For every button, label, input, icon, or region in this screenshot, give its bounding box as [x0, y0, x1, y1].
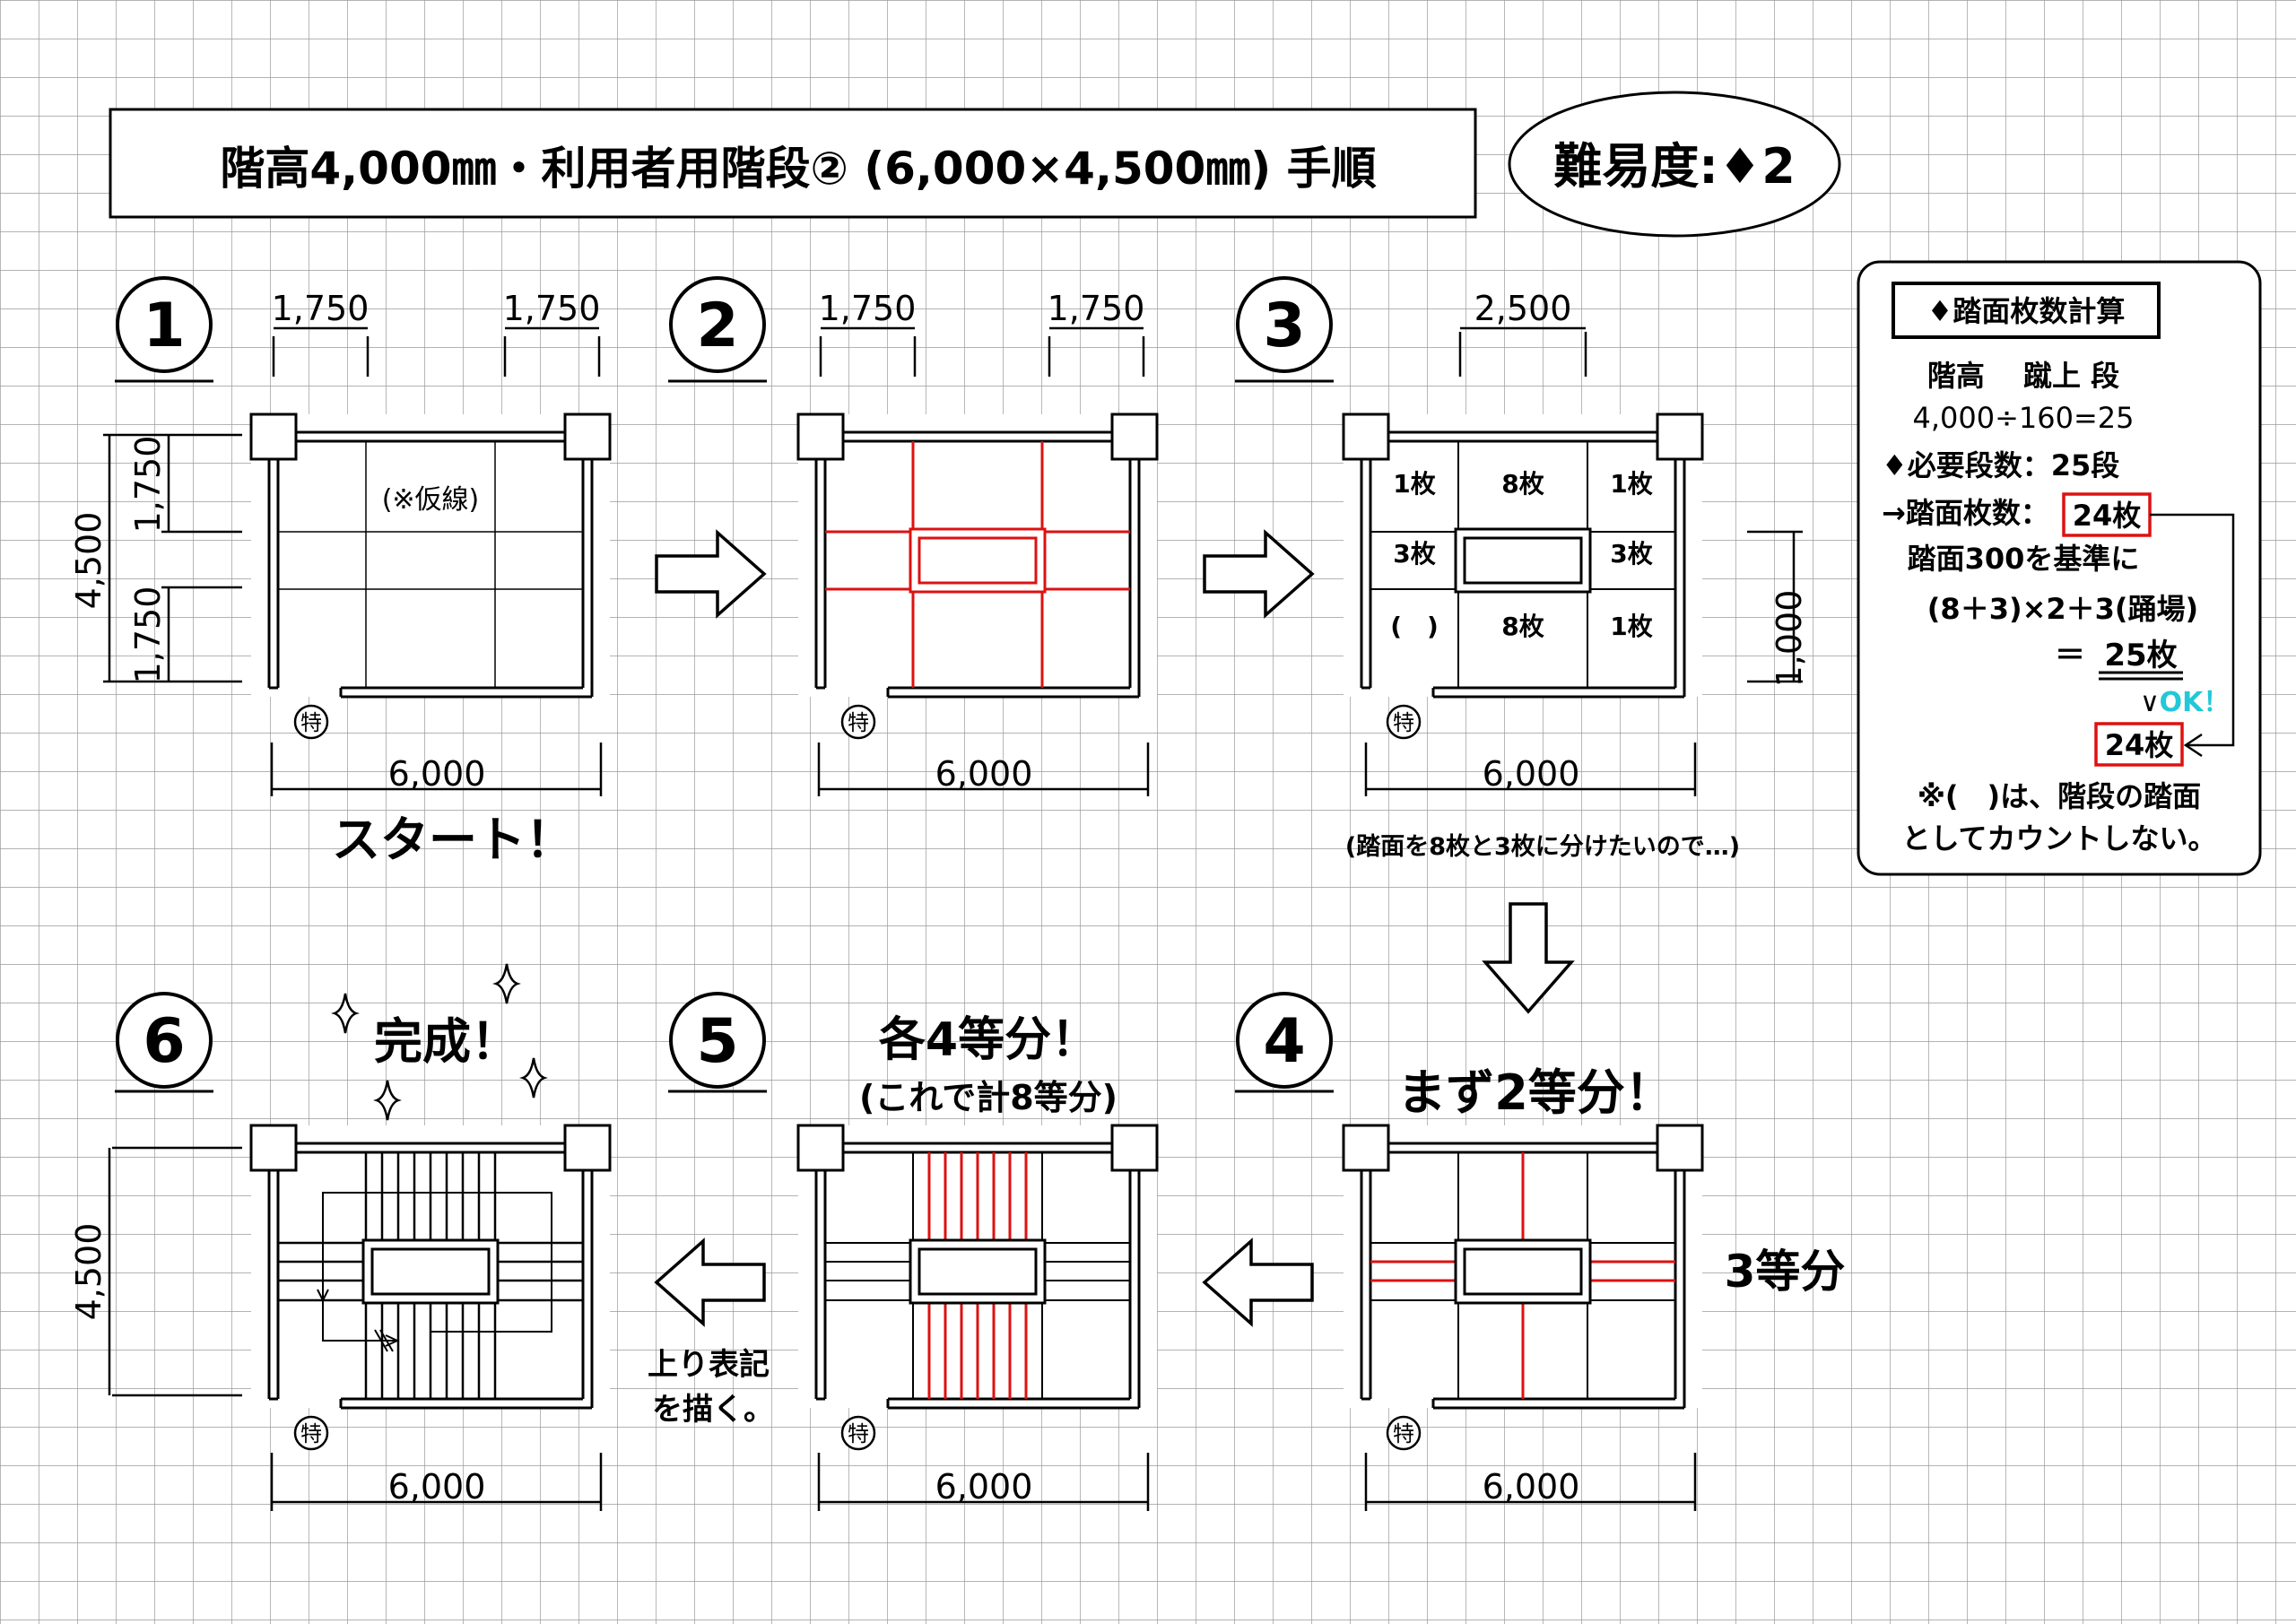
tokushu-mark: 特 [848, 1421, 869, 1446]
dim-bottom: 6,000 [388, 1467, 486, 1507]
cell-label: 1枚 [1393, 469, 1435, 499]
dim-bottom: 6,000 [935, 1467, 1033, 1507]
step-caption: 各4等分！ [879, 1013, 1098, 1067]
calc-tread-count-value: 24枚 [2073, 499, 2142, 533]
dim-top-right: 1,750 [1048, 289, 1145, 328]
arrow-left-icon [2183, 733, 2203, 758]
step-number: 6 [143, 1006, 185, 1077]
cell-label: 3枚 [1393, 539, 1435, 569]
calc-labels: 階高 蹴上 段 [1927, 359, 2119, 393]
step-number: 5 [696, 1006, 738, 1077]
step-caption: スタート！ [332, 812, 574, 868]
tread-calculation-panel: ♦踏面枚数計算 階高 蹴上 段 4,000÷160=25 ♦必要段数：25段 →… [1857, 260, 2262, 876]
dim-top-left: 1,750 [272, 289, 370, 328]
calc-required-steps-value: 25段 [2051, 448, 2120, 482]
dim-left-total: 4,500 [69, 512, 109, 610]
step-subcaption: (これで計8等分) [859, 1078, 1118, 1117]
calc-check-mark: ∨ [2140, 687, 2160, 718]
step-4: 4 まず2等分！ 特 [1235, 992, 1846, 1511]
dim-bottom: 6,000 [935, 754, 1033, 794]
dim-bottom: 6,000 [1483, 754, 1580, 794]
red-division-lines [927, 1152, 1028, 1399]
step-caption: まず2等分！ [1397, 1064, 1674, 1121]
stair-plan: 特 [796, 1124, 1159, 1451]
dim-right: 1,000 [1770, 590, 1809, 688]
title-box: 階高4,000㎜・利用者用階段② (6,000×4,500㎜) 手順 [109, 108, 1477, 219]
dim-left-a: 1,750 [128, 436, 168, 534]
arrow-left-icon [1202, 1238, 1314, 1327]
arrow-down-icon [1482, 902, 1575, 1014]
calc-basis: 踏面300を基準に [1908, 542, 2140, 576]
calc-tread-count-label: →踏面枚数： [1882, 496, 2049, 530]
cell-label: 8枚 [1501, 612, 1544, 641]
temp-line-note: (※仮線) [382, 484, 480, 516]
side-note-1: 上り表記 [648, 1347, 770, 1383]
stair-plan: 特 [1342, 1124, 1704, 1451]
page-title: 階高4,000㎜・利用者用階段② (6,000×4,500㎜) 手順 [220, 143, 1376, 195]
cell-label: 1枚 [1610, 612, 1652, 641]
step-2: 2 特 [668, 276, 1159, 796]
step-1: 1 特 (※仮線) 1,750 [69, 276, 612, 868]
step-number-circle [1236, 992, 1333, 1089]
tokushu-mark: 特 [300, 710, 322, 735]
calc-equals: ＝ [2055, 638, 2085, 673]
step-number-circle [116, 992, 213, 1089]
step-3: 3 特 1枚 [1235, 276, 1809, 861]
calc-formula: (8＋3)×2＋3(踊場) [1927, 592, 2198, 626]
tokushu-mark: 特 [300, 1421, 322, 1446]
tokushu-mark: 特 [1393, 1421, 1414, 1446]
tokushu-mark: 特 [848, 710, 869, 735]
calc-note-1: ※( )は、階段の踏面 [1918, 779, 2201, 813]
step-number-circle [669, 992, 766, 1089]
step-number: 2 [696, 291, 738, 361]
stair-plan: 特 (※仮線) [249, 413, 612, 740]
step-caption: 完成！ [374, 1013, 519, 1070]
calc-result: 24枚 [2105, 728, 2174, 762]
arrow-left-icon [654, 1238, 766, 1327]
dim-top: 2,500 [1474, 289, 1572, 328]
dim-bottom: 6,000 [388, 754, 486, 794]
calc-total: 25枚 [2104, 638, 2177, 673]
stair-plan-complete: 特 [249, 1124, 612, 1451]
cell-label: 1枚 [1610, 469, 1652, 499]
calc-note-2: としてカウントしない。 [1901, 821, 2216, 855]
side-label: 3等分 [1725, 1246, 1846, 1298]
step-number-circle [1236, 276, 1333, 373]
calc-equation: 4,000÷160=25 [1912, 401, 2134, 435]
up-direction-line [317, 1192, 552, 1352]
cell-label: 3枚 [1610, 539, 1652, 569]
dim-top-left: 1,750 [819, 289, 917, 328]
step-number-circle [669, 276, 766, 373]
step-6: 6 完成！ 特 [69, 963, 612, 1511]
red-guide-lines [825, 441, 1130, 688]
stair-plan: 特 [796, 413, 1159, 740]
dim-left-b: 1,750 [128, 586, 168, 684]
svg-text:♦必要段数：25段: ♦必要段数：25段 [1882, 448, 2119, 482]
step-number-circle [116, 276, 213, 373]
cell-label: 8枚 [1501, 469, 1544, 499]
dim-bottom: 6,000 [1483, 1467, 1580, 1507]
arrow-right-icon [1203, 529, 1315, 619]
stair-plan: 特 1枚 8枚 1枚 3枚 3枚 ( ) 8枚 1枚 [1342, 413, 1704, 740]
step-caption: (踏面を8枚と3枚に分けたいので…) [1345, 833, 1740, 861]
step-5: 5 各4等分！ (これで計8等分) 特 [668, 992, 1159, 1511]
calc-heading: ♦踏面枚数計算 [1927, 294, 2126, 328]
difficulty-label: 難易度:♦2 [1553, 138, 1796, 195]
calc-required-steps-label: ♦必要段数： [1882, 448, 2051, 482]
cell-label: ( ) [1390, 612, 1439, 641]
difficulty-badge: 難易度:♦2 [1508, 91, 1841, 238]
dim-left: 4,500 [69, 1223, 109, 1321]
step-number: 1 [143, 291, 185, 361]
step-number: 4 [1263, 1006, 1305, 1077]
step-number: 3 [1263, 291, 1305, 361]
arrow-right-icon [655, 529, 767, 619]
sparkle-icon [331, 963, 548, 1121]
side-note-2: を描く。 [652, 1392, 774, 1428]
calc-connector [2150, 513, 2235, 747]
dim-top-right: 1,750 [503, 289, 601, 328]
calc-ok: OK！ [2160, 687, 2231, 718]
red-division-lines [1370, 1152, 1675, 1399]
tokushu-mark: 特 [1393, 710, 1414, 735]
